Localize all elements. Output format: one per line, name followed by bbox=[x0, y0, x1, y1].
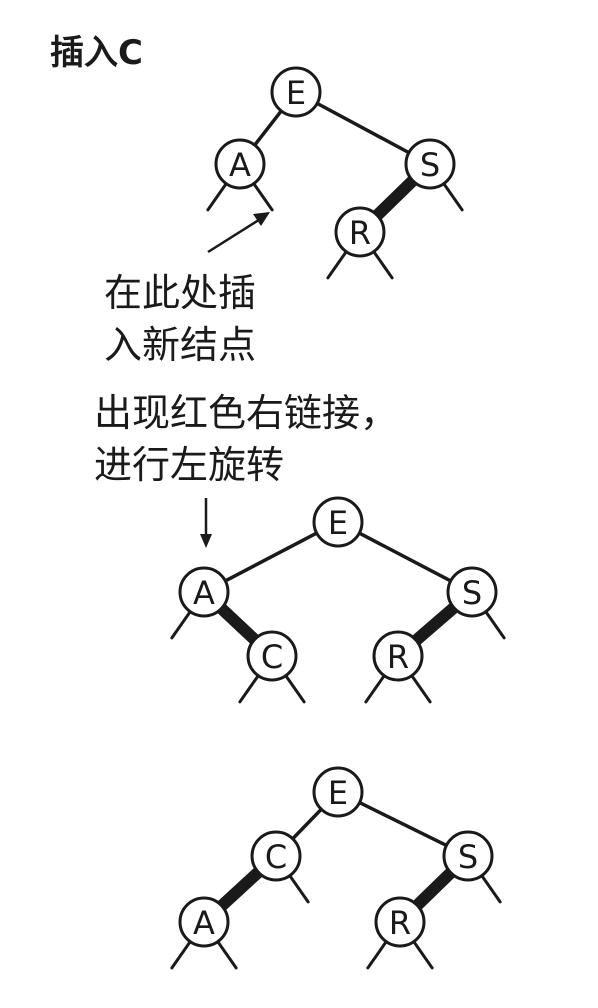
rotate-note-line-1: 出现红色右链接， bbox=[94, 391, 398, 435]
node-circle-E bbox=[270, 66, 322, 118]
node-circle-E bbox=[312, 496, 364, 548]
node-R: R bbox=[374, 896, 426, 948]
node-circle-S bbox=[446, 566, 498, 618]
node-label-A: A bbox=[229, 146, 251, 184]
node-S: S bbox=[404, 138, 456, 190]
black-link-E-A bbox=[223, 531, 319, 583]
node-S: S bbox=[442, 830, 494, 882]
black-link-E-S bbox=[315, 101, 411, 155]
null-link-R-right bbox=[410, 674, 432, 704]
red-link-S-R bbox=[413, 868, 455, 910]
node-A: A bbox=[178, 566, 230, 618]
null-link-S-right bbox=[442, 182, 464, 212]
node-label-A: A bbox=[193, 904, 215, 942]
node-label-R: R bbox=[349, 214, 371, 252]
null-link-R-left bbox=[366, 940, 388, 970]
node-C: C bbox=[250, 830, 302, 882]
node-label-R: R bbox=[389, 904, 411, 942]
black-link-E-S bbox=[357, 800, 449, 848]
node-circle-C bbox=[250, 830, 302, 882]
null-link-R-right bbox=[412, 940, 434, 970]
black-link-E-S bbox=[357, 531, 453, 583]
node-R: R bbox=[372, 630, 424, 682]
node-label-E: E bbox=[328, 504, 348, 542]
node-E: E bbox=[270, 66, 322, 118]
node-label-E: E bbox=[286, 74, 306, 112]
tree-after-insert: E A C S R bbox=[170, 496, 506, 704]
null-link-C-right bbox=[284, 674, 306, 704]
null-link-R-right bbox=[372, 250, 394, 280]
node-circle-S bbox=[404, 138, 456, 190]
insert-note-line-1: 在此处插 bbox=[104, 271, 256, 315]
node-circle-R bbox=[334, 206, 386, 258]
null-link-C-left bbox=[238, 674, 260, 704]
node-circle-R bbox=[374, 896, 426, 948]
insert-note-line-2: 入新结点 bbox=[104, 323, 256, 367]
node-circle-A bbox=[214, 138, 266, 190]
null-link-A-left bbox=[170, 940, 192, 970]
node-label-A: A bbox=[193, 574, 215, 612]
null-link-A-right bbox=[252, 182, 274, 212]
node-C: C bbox=[246, 630, 298, 682]
node-circle-A bbox=[178, 566, 230, 618]
black-link-E-C bbox=[290, 807, 324, 841]
insert-arrow bbox=[207, 212, 270, 254]
node-label-S: S bbox=[420, 146, 440, 184]
node-E: E bbox=[312, 766, 364, 818]
node-circle-E bbox=[312, 766, 364, 818]
null-link-R-left bbox=[364, 674, 386, 704]
node-label-C: C bbox=[265, 838, 287, 876]
node-circle-R bbox=[372, 630, 424, 682]
null-link-S-right bbox=[480, 874, 502, 904]
rotate-arrow bbox=[200, 498, 212, 548]
tree-after-rotate: E C A S R bbox=[170, 766, 502, 970]
null-link-C-right bbox=[288, 874, 310, 904]
node-circle-A bbox=[178, 896, 230, 948]
red-link-S-R bbox=[412, 603, 458, 645]
node-label-S: S bbox=[462, 574, 482, 612]
null-link-R-left bbox=[326, 250, 348, 280]
black-link-E-A bbox=[252, 109, 284, 147]
node-circle-S bbox=[442, 830, 494, 882]
red-link-A-C bbox=[217, 604, 259, 644]
red-link-C-A bbox=[217, 867, 263, 911]
node-label-E: E bbox=[328, 774, 348, 812]
node-E: E bbox=[312, 496, 364, 548]
node-label-C: C bbox=[261, 638, 283, 676]
node-A: A bbox=[178, 896, 230, 948]
diagram-title: 插入C bbox=[50, 33, 143, 73]
node-R: R bbox=[334, 206, 386, 258]
node-A: A bbox=[214, 138, 266, 190]
null-link-A-left bbox=[170, 610, 192, 640]
null-link-A-right bbox=[216, 940, 238, 970]
rotate-note-line-2: 进行左旋转 bbox=[94, 443, 284, 487]
null-link-S-right bbox=[484, 610, 506, 640]
null-link-A-left bbox=[206, 182, 228, 212]
tree-before-insert: EA S R bbox=[206, 66, 464, 280]
red-link-S-R bbox=[373, 176, 417, 220]
node-S: S bbox=[446, 566, 498, 618]
node-circle-C bbox=[246, 630, 298, 682]
node-label-R: R bbox=[387, 638, 409, 676]
node-label-S: S bbox=[458, 838, 478, 876]
